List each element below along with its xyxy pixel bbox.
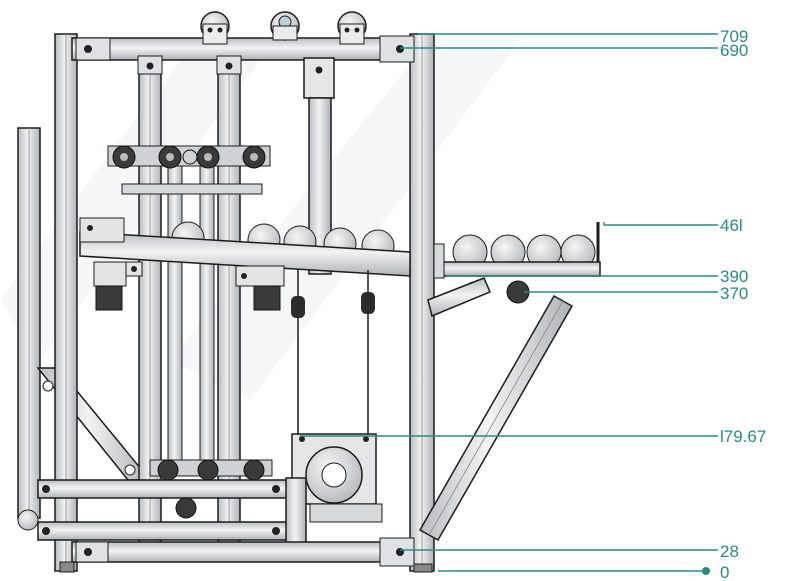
cables [291, 270, 375, 436]
dim-label-390: 390 [720, 267, 748, 286]
dim-label-179: l79.67 [720, 427, 766, 446]
lower-beams [37, 477, 415, 567]
watermark [0, 40, 520, 400]
guide-wheels-upper [107, 145, 271, 195]
dim-label-370: 370 [720, 284, 748, 303]
dimension-leaders [300, 33, 718, 572]
guide-wheels-lower [149, 459, 273, 519]
top-pulleys [200, 11, 367, 45]
dim-label-690: 690 [720, 41, 748, 60]
roller-conveyor-main [79, 217, 411, 277]
left-outer-post [17, 127, 41, 531]
base-feet [59, 561, 433, 573]
dim-label-0: 0 [720, 563, 729, 581]
dimension-labels: 709 690 46l 390 370 l79.67 28 0 [720, 27, 766, 581]
dim-label-28: 28 [720, 542, 739, 561]
outfeed-conveyor [433, 222, 601, 304]
vertical-cylinder [303, 57, 335, 275]
top-beam [71, 35, 415, 75]
right-diagonal-braces [418, 277, 574, 542]
zero-datum-marker [702, 567, 710, 575]
dim-label-709: 709 [720, 27, 748, 46]
dim-label-461: 46l [720, 216, 743, 235]
actuators [93, 261, 285, 311]
leader-461 [603, 222, 718, 226]
